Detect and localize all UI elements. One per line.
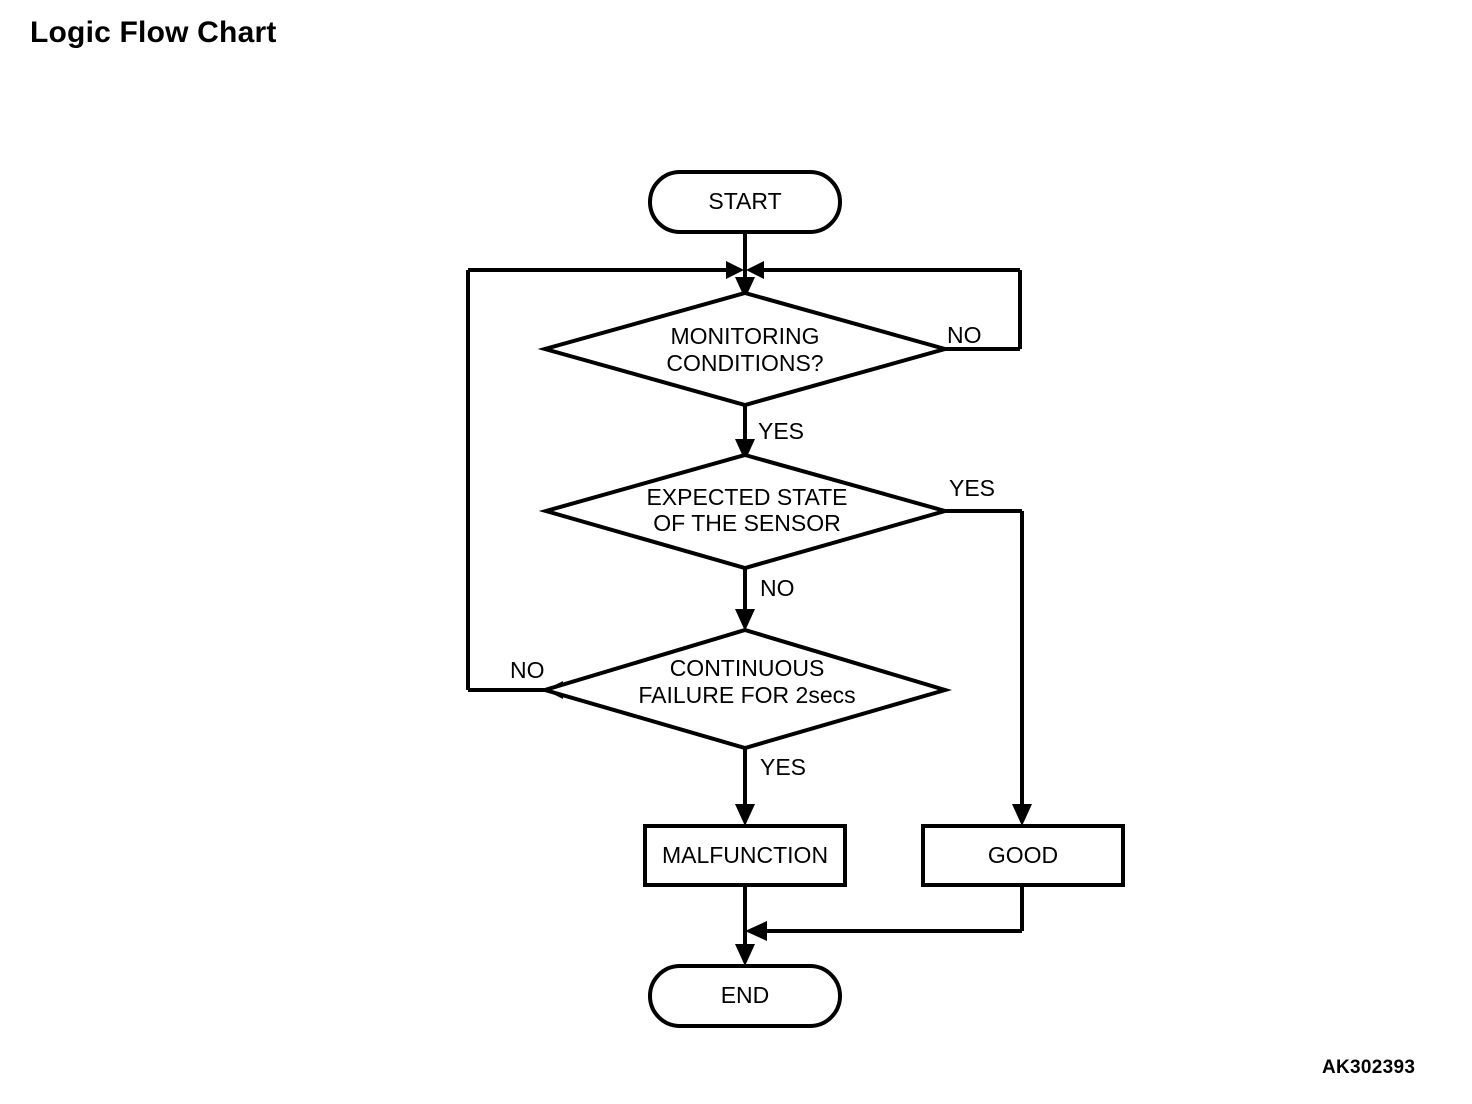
arrowhead-into-monitoring [735, 277, 755, 299]
node-start-label: START [708, 188, 781, 214]
node-malfunction-label: MALFUNCTION [662, 842, 828, 868]
edge-label-expected-no: NO [760, 575, 795, 601]
edge-label-monitoring-no: NO [947, 322, 982, 348]
node-good[interactable] [921, 824, 1125, 887]
node-continuous-failure[interactable] [537, 627, 953, 751]
node-expected-line1: EXPECTED STATE [646, 484, 847, 510]
arrowhead-into-end [735, 944, 755, 966]
node-monitoring-line1: MONITORING [670, 323, 819, 349]
arrowhead-into-continuous [735, 609, 755, 631]
node-start[interactable] [648, 170, 842, 234]
figure-code: AK302393 [1322, 1057, 1416, 1078]
node-malfunction[interactable] [643, 824, 847, 887]
edge-label-expected-yes: YES [949, 475, 995, 501]
node-continuous-line2: FAILURE FOR 2secs [638, 682, 855, 708]
node-continuous-line1: CONTINUOUS [670, 655, 825, 681]
arrowhead-junction-from-left [726, 261, 744, 279]
page-title: Logic Flow Chart [30, 16, 277, 49]
node-expected-state[interactable] [538, 452, 953, 571]
node-expected-line2: OF THE SENSOR [653, 510, 840, 536]
edge-label-monitoring-yes: YES [758, 418, 804, 444]
arrowhead-into-malfunction [735, 804, 755, 826]
node-end-label: END [721, 982, 770, 1008]
node-monitoring-line2: CONDITIONS? [666, 350, 823, 376]
arrowhead-into-good [1012, 804, 1032, 826]
node-monitoring-conditions[interactable] [537, 290, 953, 408]
edge-label-continuous-no: NO [510, 657, 545, 683]
arrowhead-junction-from-right [746, 261, 764, 279]
node-good-label: GOOD [988, 842, 1058, 868]
arrowhead-good-merge [745, 921, 767, 941]
edge-label-continuous-yes: YES [760, 754, 806, 780]
arrowhead-into-expected [735, 439, 755, 461]
node-end[interactable] [648, 964, 842, 1028]
